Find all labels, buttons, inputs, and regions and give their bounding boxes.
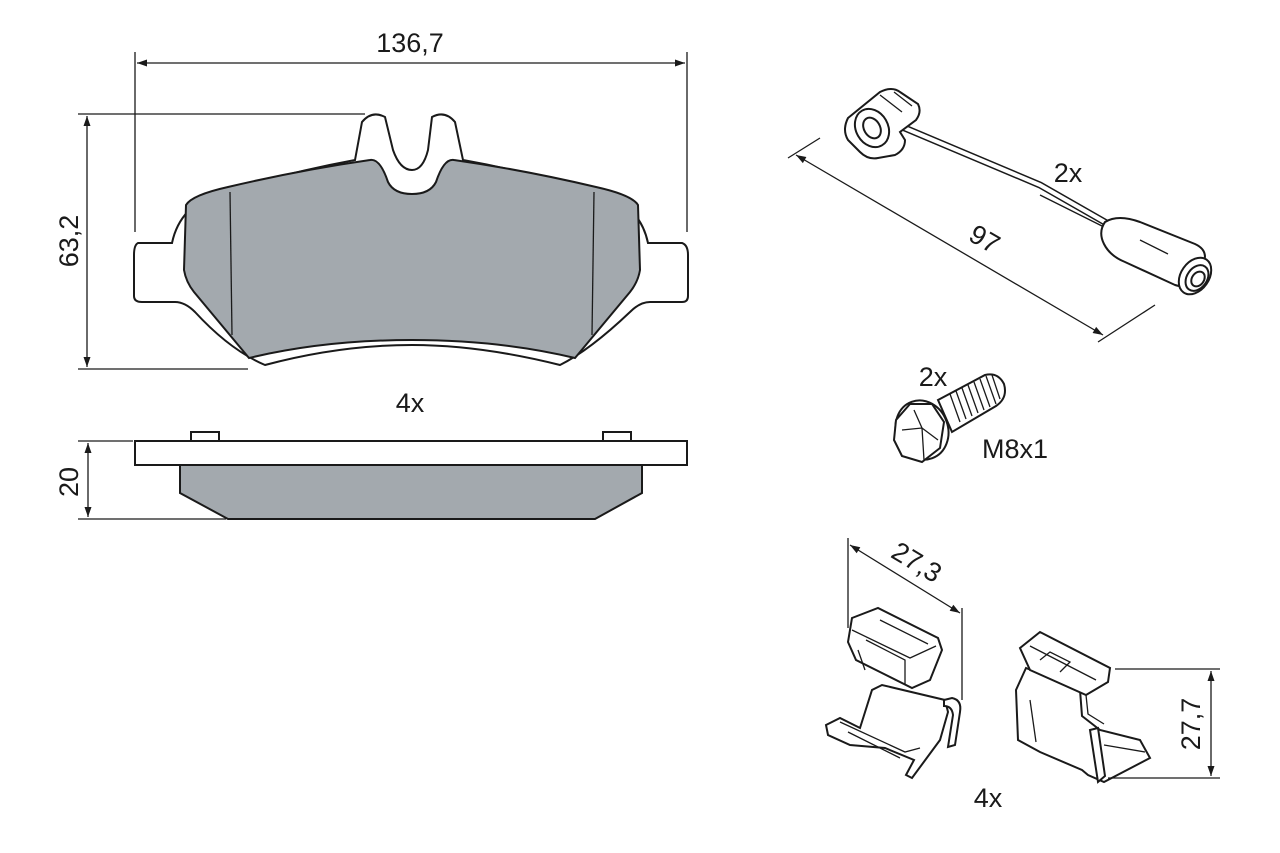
bolt-hex-head [892, 403, 946, 464]
clip-left [824, 606, 962, 780]
clip-height-label: 27,7 [1176, 698, 1206, 751]
pad-tab [190, 431, 220, 442]
sensor-length-dimension: 97 [787, 137, 1156, 343]
friction-material-side [179, 464, 643, 520]
sensor-head [844, 88, 921, 160]
bolt-quantity-label: 2x [919, 362, 948, 392]
sensor-connector [1100, 217, 1213, 296]
pad-tab [602, 431, 632, 442]
backing-plate-side [134, 440, 688, 466]
dimension-line [849, 544, 961, 614]
pad-height-dimension: 63,2 [54, 113, 365, 370]
clip-body-edges [1029, 645, 1105, 725]
bolt-head-edges [901, 409, 939, 461]
sensor-length-label: 97 [964, 219, 1005, 260]
guide-bolt [892, 373, 1006, 464]
sensor-quantity-label: 2x [1054, 158, 1083, 188]
extension-line [787, 137, 821, 159]
clip-width-label: 27,3 [886, 536, 947, 589]
clip-body-edges [851, 619, 937, 685]
pad-width-dimension: 136,7 [134, 28, 688, 232]
pad-width-label: 136,7 [376, 28, 444, 58]
wear-groove-right [591, 191, 595, 336]
brake-pad-front-view [133, 113, 689, 367]
clip-right [1014, 630, 1152, 784]
sensor-cable-split [1039, 194, 1111, 231]
bolt-thread-label: M8x1 [982, 434, 1048, 464]
clip-spring-plate [824, 683, 950, 780]
pad-quantity-label: 4x [396, 388, 425, 418]
connector-ridge [1139, 239, 1169, 255]
extension-line [1097, 304, 1156, 343]
clip-plate-edges [839, 721, 921, 759]
dimension-line [795, 154, 1104, 336]
pad-thickness-dimension: 20 [54, 440, 226, 520]
pad-height-label: 63,2 [54, 215, 84, 268]
friction-material [182, 158, 642, 360]
brake-pad-side-view [134, 431, 688, 520]
clip-plate-edges [1029, 699, 1146, 753]
clip-hook [943, 696, 962, 749]
pad-thickness-label: 20 [54, 467, 84, 497]
clip-body [846, 606, 944, 690]
wear-sensor [844, 88, 1213, 296]
wear-groove-left [229, 191, 233, 336]
bolt-shank [936, 373, 1006, 434]
clip-hook [1088, 726, 1107, 784]
clip-height-dimension: 27,7 [1108, 668, 1220, 779]
clip-quantity-label: 4x [974, 783, 1003, 813]
bolt-thread [949, 374, 1001, 423]
